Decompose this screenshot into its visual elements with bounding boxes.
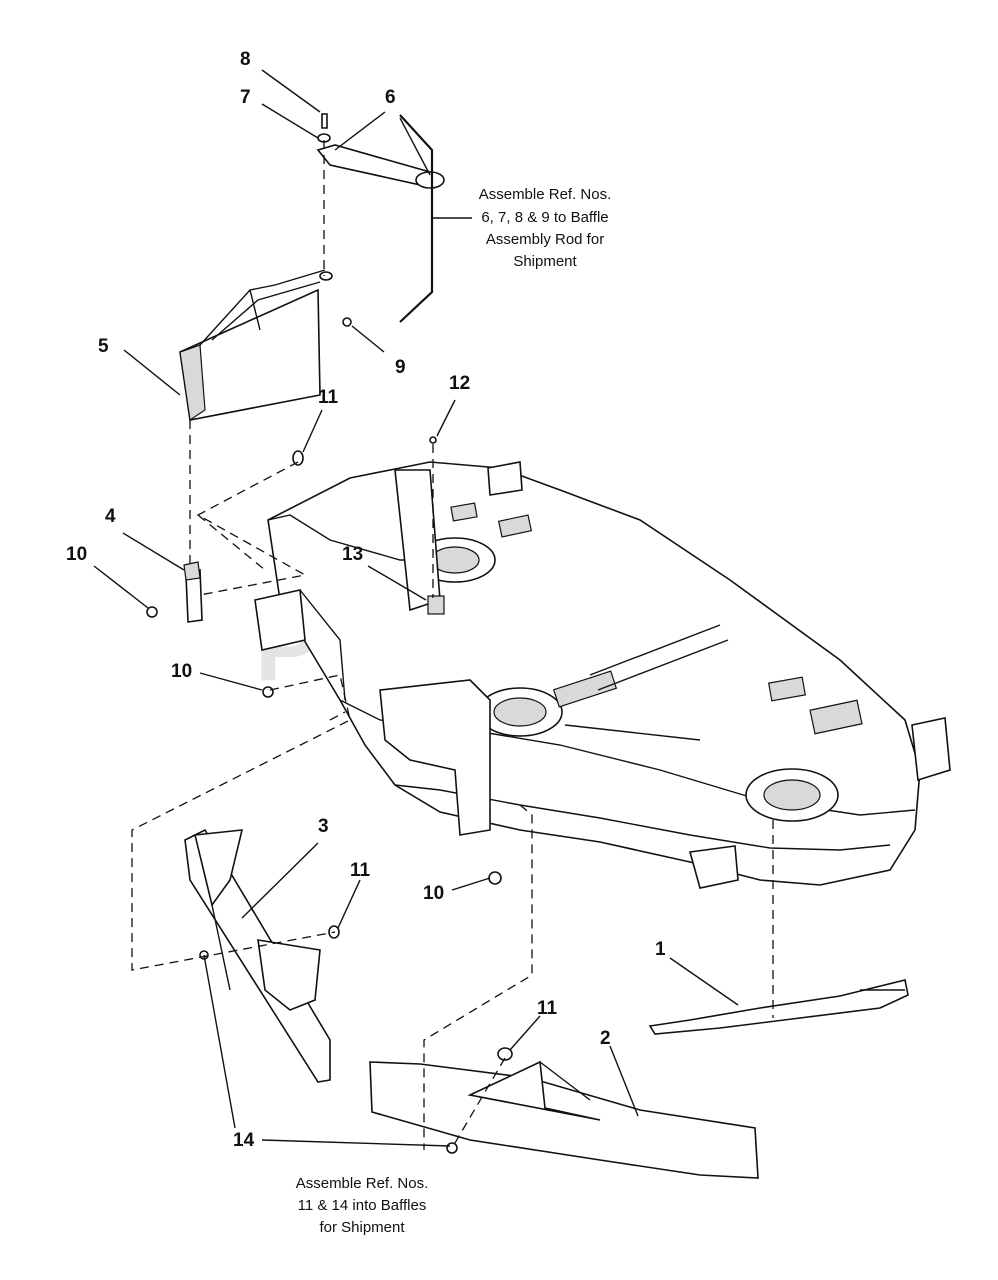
note-bottom-line-3: for Shipment bbox=[319, 1219, 405, 1236]
callout-7: 7 bbox=[240, 87, 251, 108]
part-5-baffle-assembly bbox=[179, 269, 333, 422]
callout-13: 13 bbox=[342, 544, 363, 565]
callout-5: 5 bbox=[98, 336, 109, 357]
callout-11-left: 11 bbox=[350, 860, 371, 881]
note-top-line-2: 6, 7, 8 & 9 to Baffle bbox=[481, 209, 608, 226]
part-13-spacer bbox=[427, 595, 445, 615]
callout-1: 1 bbox=[655, 939, 666, 960]
note-bottom-line-1: Assemble Ref. Nos. bbox=[296, 1175, 429, 1192]
part-6-clip bbox=[316, 144, 445, 189]
part-11-bolt-c bbox=[497, 1047, 513, 1061]
callout-leaders bbox=[93, 69, 739, 1147]
note-top: Assemble Ref. Nos. 6, 7, 8 & 9 to Baffle… bbox=[479, 186, 612, 270]
mower-deck bbox=[254, 461, 951, 889]
callout-2: 2 bbox=[600, 1028, 611, 1049]
part-10-nut-c bbox=[488, 871, 502, 885]
part-10-nut-b bbox=[262, 686, 274, 698]
note-bracket bbox=[399, 114, 434, 323]
callout-10-left: 10 bbox=[66, 544, 87, 565]
part-10-nut-a bbox=[146, 606, 158, 618]
callout-8: 8 bbox=[240, 49, 251, 70]
part-11-bolt-a bbox=[292, 450, 304, 466]
note-top-line-3: Assembly Rod for bbox=[486, 231, 604, 248]
part-8-pin bbox=[321, 113, 328, 129]
part-4-bracket bbox=[183, 561, 203, 623]
part-14-pin-b bbox=[446, 1142, 458, 1154]
part-3-left-baffle bbox=[184, 828, 331, 1083]
part-12-screw bbox=[429, 436, 437, 444]
callout-3: 3 bbox=[318, 816, 329, 837]
callout-6: 6 bbox=[385, 87, 396, 108]
part-1-blade bbox=[648, 979, 909, 1035]
callout-14: 14 bbox=[233, 1130, 255, 1151]
callout-10-mid: 10 bbox=[171, 661, 192, 682]
assembly-dashed-lines bbox=[131, 140, 774, 1150]
part-9-nut bbox=[342, 317, 352, 327]
note-top-line-4: Shipment bbox=[513, 253, 577, 270]
callout-12: 12 bbox=[449, 373, 470, 394]
note-top-line-1: Assemble Ref. Nos. bbox=[479, 186, 612, 203]
note-bottom: Assemble Ref. Nos. 11 & 14 into Baffles … bbox=[296, 1175, 429, 1236]
part-2-rear-baffle bbox=[369, 1060, 759, 1179]
callout-11-upper: 11 bbox=[318, 387, 339, 408]
note-bottom-line-2: 11 & 14 into Baffles bbox=[298, 1197, 427, 1214]
callout-11-lower: 11 bbox=[537, 998, 558, 1019]
callout-9: 9 bbox=[395, 357, 406, 378]
callout-10-right: 10 bbox=[423, 883, 444, 904]
callout-4: 4 bbox=[105, 506, 116, 527]
